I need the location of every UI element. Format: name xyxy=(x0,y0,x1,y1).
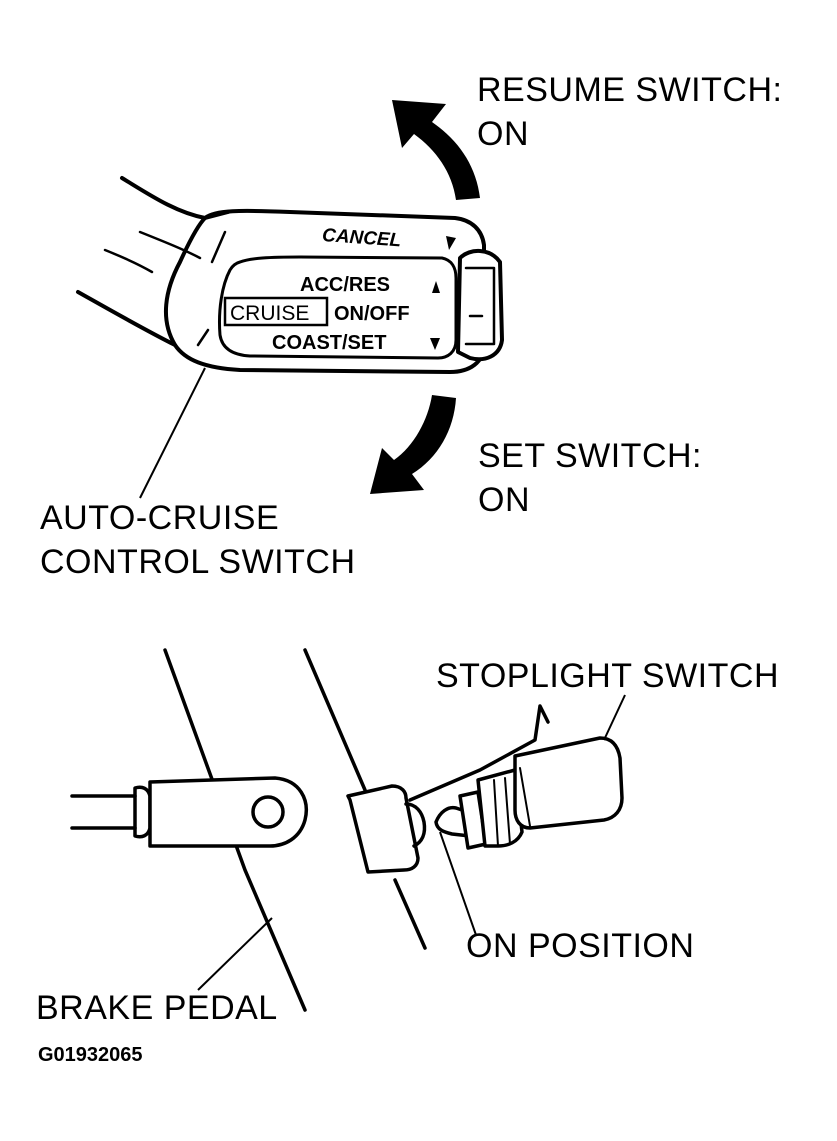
on-position-label: ON POSITION xyxy=(466,927,695,965)
cancel-label: CANCEL xyxy=(321,225,401,251)
set-switch-label: SET SWITCH: ON xyxy=(478,434,702,522)
resume-arrow-icon xyxy=(392,100,480,200)
set-switch-line1: SET SWITCH: xyxy=(478,437,702,475)
up-arrow-icon xyxy=(432,281,440,293)
set-switch-line2: ON xyxy=(478,481,530,519)
auto-cruise-leader-line xyxy=(139,367,206,499)
brake-pedal-label: BRAKE PEDAL xyxy=(36,989,278,1027)
auto-cruise-line2: CONTROL SWITCH xyxy=(40,543,356,581)
auto-cruise-line1: AUTO-CRUISE xyxy=(40,499,280,537)
auto-cruise-label: AUTO-CRUISE CONTROL SWITCH xyxy=(40,496,356,584)
down-arrow-icon xyxy=(430,338,440,350)
cancel-arrow-icon xyxy=(446,236,456,250)
stoplight-switch-label: STOPLIGHT SWITCH xyxy=(436,657,780,695)
on-off-label: ON/OFF xyxy=(334,303,410,325)
resume-switch-line2: ON xyxy=(477,115,529,153)
resume-switch-line1: RESUME SWITCH: xyxy=(477,71,783,109)
cruise-box xyxy=(223,296,329,327)
brake-pedal-assembly xyxy=(70,648,624,1012)
cruise-label: CRUISE xyxy=(230,302,309,325)
acc-res-label: ACC/RES xyxy=(300,274,390,296)
coast-set-label: COAST/SET xyxy=(272,332,386,354)
set-arrow-icon xyxy=(370,395,456,494)
figure-id: G01932065 xyxy=(38,1044,143,1066)
resume-switch-label: RESUME SWITCH: ON xyxy=(477,68,782,156)
on-position-leader-line xyxy=(439,831,477,936)
cruise-control-stalk xyxy=(76,176,504,374)
switch-panel-text: CANCEL ACC/RES CRUISE ON/OFF COAST/SET xyxy=(223,225,456,354)
stoplight-leader-line xyxy=(603,694,626,741)
brake-pedal-leader-line xyxy=(197,917,273,991)
